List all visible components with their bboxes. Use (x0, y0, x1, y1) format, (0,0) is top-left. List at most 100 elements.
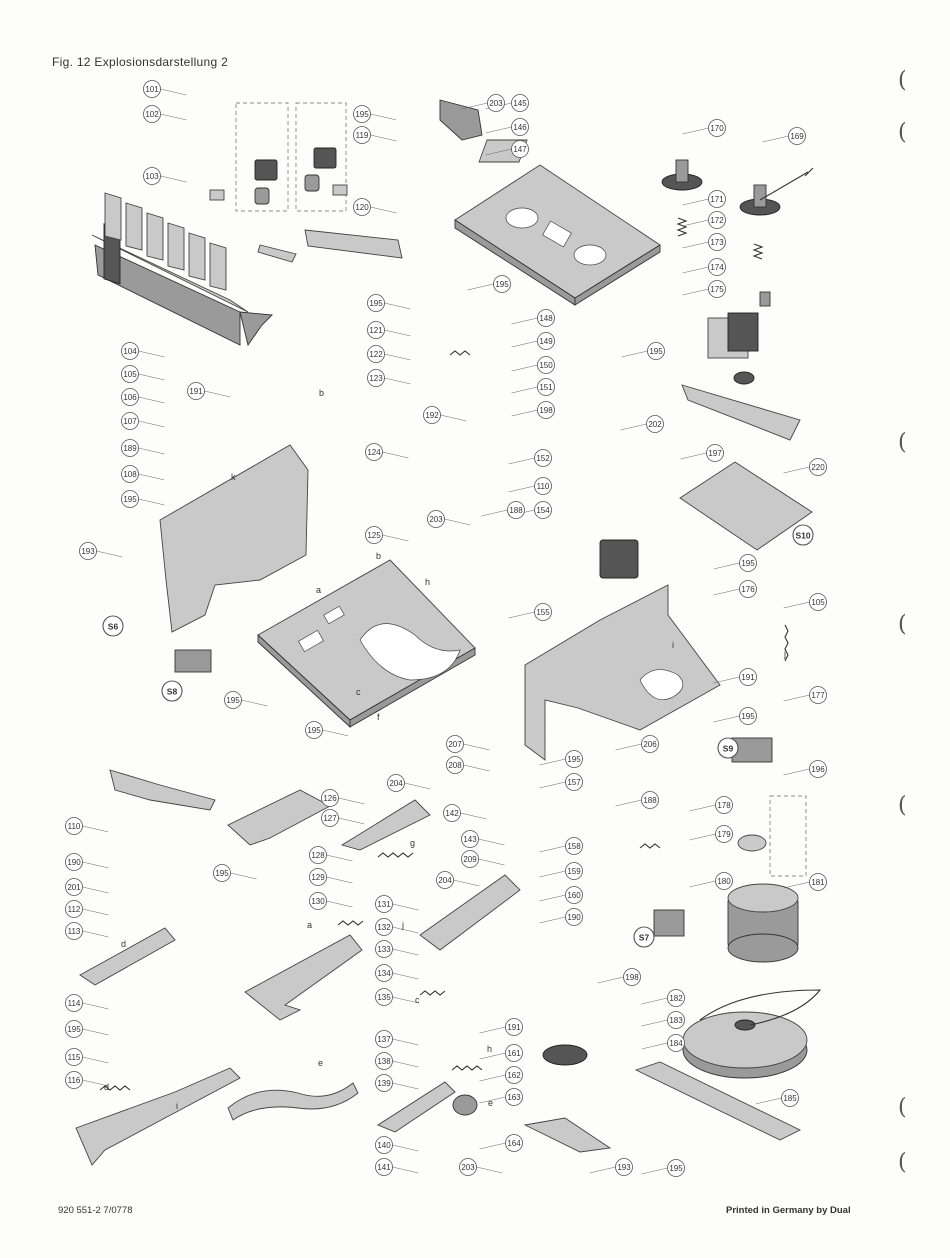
callout-169: 169 (788, 127, 806, 145)
callout-label: 195 (741, 712, 755, 721)
callout-175: 175 (708, 280, 726, 298)
lever-126 (227, 789, 331, 846)
callout-174: 174 (708, 258, 726, 276)
leader-line (384, 329, 411, 337)
leader-line (326, 854, 353, 862)
leader-line (392, 903, 419, 911)
connection-letter-i: i (672, 640, 674, 650)
leader-line (511, 364, 538, 372)
callout-152: 152 (534, 449, 552, 467)
callout-206: 206 (641, 735, 659, 753)
leader-line (326, 900, 353, 908)
callout-195: 195 (739, 554, 757, 572)
callout-label: 149 (539, 337, 553, 346)
callout-label: 120 (355, 203, 369, 212)
callout-158: 158 (565, 837, 583, 855)
leader-line (392, 1166, 419, 1174)
leader-line (82, 886, 109, 894)
leader-line (485, 126, 512, 134)
callout-198: 198 (623, 968, 641, 986)
callout-195: 195 (565, 750, 583, 768)
margin-mark: ( (898, 68, 907, 93)
callout-157: 157 (565, 773, 583, 791)
callout-142: 142 (443, 804, 461, 822)
callout-134: 134 (375, 964, 393, 982)
leader-line (370, 134, 397, 142)
side-plate-right (524, 584, 721, 761)
callout-106: 106 (121, 388, 139, 406)
callout-label: 137 (377, 1035, 391, 1044)
callout-204: 204 (387, 774, 405, 792)
callout-140: 140 (375, 1136, 393, 1154)
leader-line (511, 317, 538, 325)
callout-label: 195 (369, 299, 383, 308)
switch-S7: S7 (633, 926, 655, 948)
leader-line (511, 340, 538, 348)
switch-label: S10 (795, 531, 810, 541)
leader-line (82, 1056, 109, 1064)
leader-line (392, 948, 419, 956)
leader-line (461, 102, 488, 110)
callout-110: 110 (534, 477, 552, 495)
callout-label: 179 (717, 830, 731, 839)
cassette-holder-148 (454, 164, 661, 306)
callout-label: 115 (68, 1053, 81, 1062)
leader-line (511, 409, 538, 417)
leader-line (82, 1079, 109, 1087)
callout-104: 104 (121, 342, 139, 360)
callout-103: 103 (143, 167, 161, 185)
callout-label: 195 (649, 347, 663, 356)
parts-artwork (75, 99, 822, 1166)
leader-line (463, 764, 490, 772)
callout-148: 148 (537, 309, 555, 327)
callout-220: 220 (809, 458, 827, 476)
callout-label: 220 (811, 463, 825, 472)
callout-label: 172 (710, 216, 724, 225)
callout-label: 195 (215, 869, 229, 878)
callout-195: 195 (739, 707, 757, 725)
margin-mark: ( (898, 793, 907, 818)
callout-119: 119 (353, 126, 371, 144)
leader-line (689, 880, 716, 888)
connection-letter-b: b (319, 388, 324, 398)
leader-line (370, 113, 397, 121)
flywheel-183 (682, 989, 822, 1079)
connection-letter-c: c (415, 995, 420, 1005)
callout-label: 195 (123, 495, 137, 504)
leader-line (641, 997, 668, 1005)
connection-letter-b: b (376, 551, 381, 561)
leader-line (384, 302, 411, 310)
callout-195: 195 (65, 1020, 83, 1038)
leader-line (479, 1026, 506, 1034)
callout-label: 148 (539, 314, 553, 323)
callout-label: 195 (669, 1164, 683, 1173)
callout-107: 107 (121, 412, 139, 430)
callout-105: 105 (809, 593, 827, 611)
callout-label: 107 (123, 417, 137, 426)
callout-180: 180 (715, 872, 733, 890)
callout-label: 128 (311, 851, 325, 860)
callout-190: 190 (565, 908, 583, 926)
head-bracket-120 (304, 229, 403, 259)
callout-label: 101 (145, 85, 159, 94)
callout-label: 132 (377, 923, 391, 932)
callout-195: 195 (213, 864, 231, 882)
callout-label: 203 (461, 1163, 475, 1172)
magnetic-heads (209, 147, 348, 205)
margin-mark: ( (898, 1095, 907, 1120)
callout-139: 139 (375, 1074, 393, 1092)
callout-label: 204 (438, 876, 452, 885)
callout-label: 112 (68, 905, 81, 914)
lever-131 (419, 874, 521, 951)
callout-171: 171 (708, 190, 726, 208)
leader-line (783, 768, 810, 776)
connection-letter-k: k (231, 472, 236, 482)
callout-127: 127 (321, 809, 339, 827)
callout-203: 203 (459, 1158, 477, 1176)
callout-label: 161 (507, 1049, 521, 1058)
leader-line (82, 908, 109, 916)
leader-line (326, 876, 353, 884)
leader-line (392, 972, 419, 980)
callout-147: 147 (511, 140, 529, 158)
